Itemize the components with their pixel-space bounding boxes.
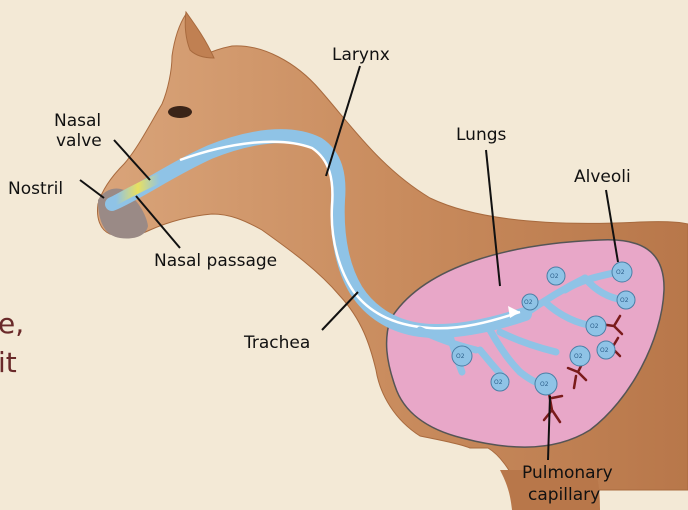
label-pulmonary-capillary-line-2: capillary	[528, 485, 600, 505]
label-pulmonary-capillary-line-1: Pulmonary	[522, 463, 613, 483]
side-text-line-1: e,	[0, 307, 24, 340]
svg-text:O2: O2	[600, 347, 609, 354]
svg-text:O2: O2	[456, 353, 465, 360]
svg-text:O2: O2	[494, 379, 503, 386]
label-nasal-passage: Nasal passage	[154, 251, 277, 271]
label-alveoli: Alveoli	[574, 167, 631, 187]
svg-text:O2: O2	[616, 269, 625, 276]
label-nasal-valve-line-1: Nasal	[54, 111, 101, 131]
label-nostril: Nostril	[8, 179, 63, 199]
label-larynx: Larynx	[332, 45, 390, 65]
svg-text:O2: O2	[540, 381, 549, 388]
label-nasal-valve-line-2: valve	[56, 131, 102, 151]
label-lungs: Lungs	[456, 125, 507, 145]
svg-text:O2: O2	[620, 297, 629, 304]
horse-eye	[168, 106, 192, 118]
svg-text:O2: O2	[550, 273, 559, 280]
svg-text:O2: O2	[574, 353, 583, 360]
label-trachea: Trachea	[243, 333, 310, 353]
side-text-line-2: it	[0, 346, 17, 379]
svg-text:O2: O2	[524, 299, 533, 306]
svg-text:O2: O2	[590, 323, 599, 330]
